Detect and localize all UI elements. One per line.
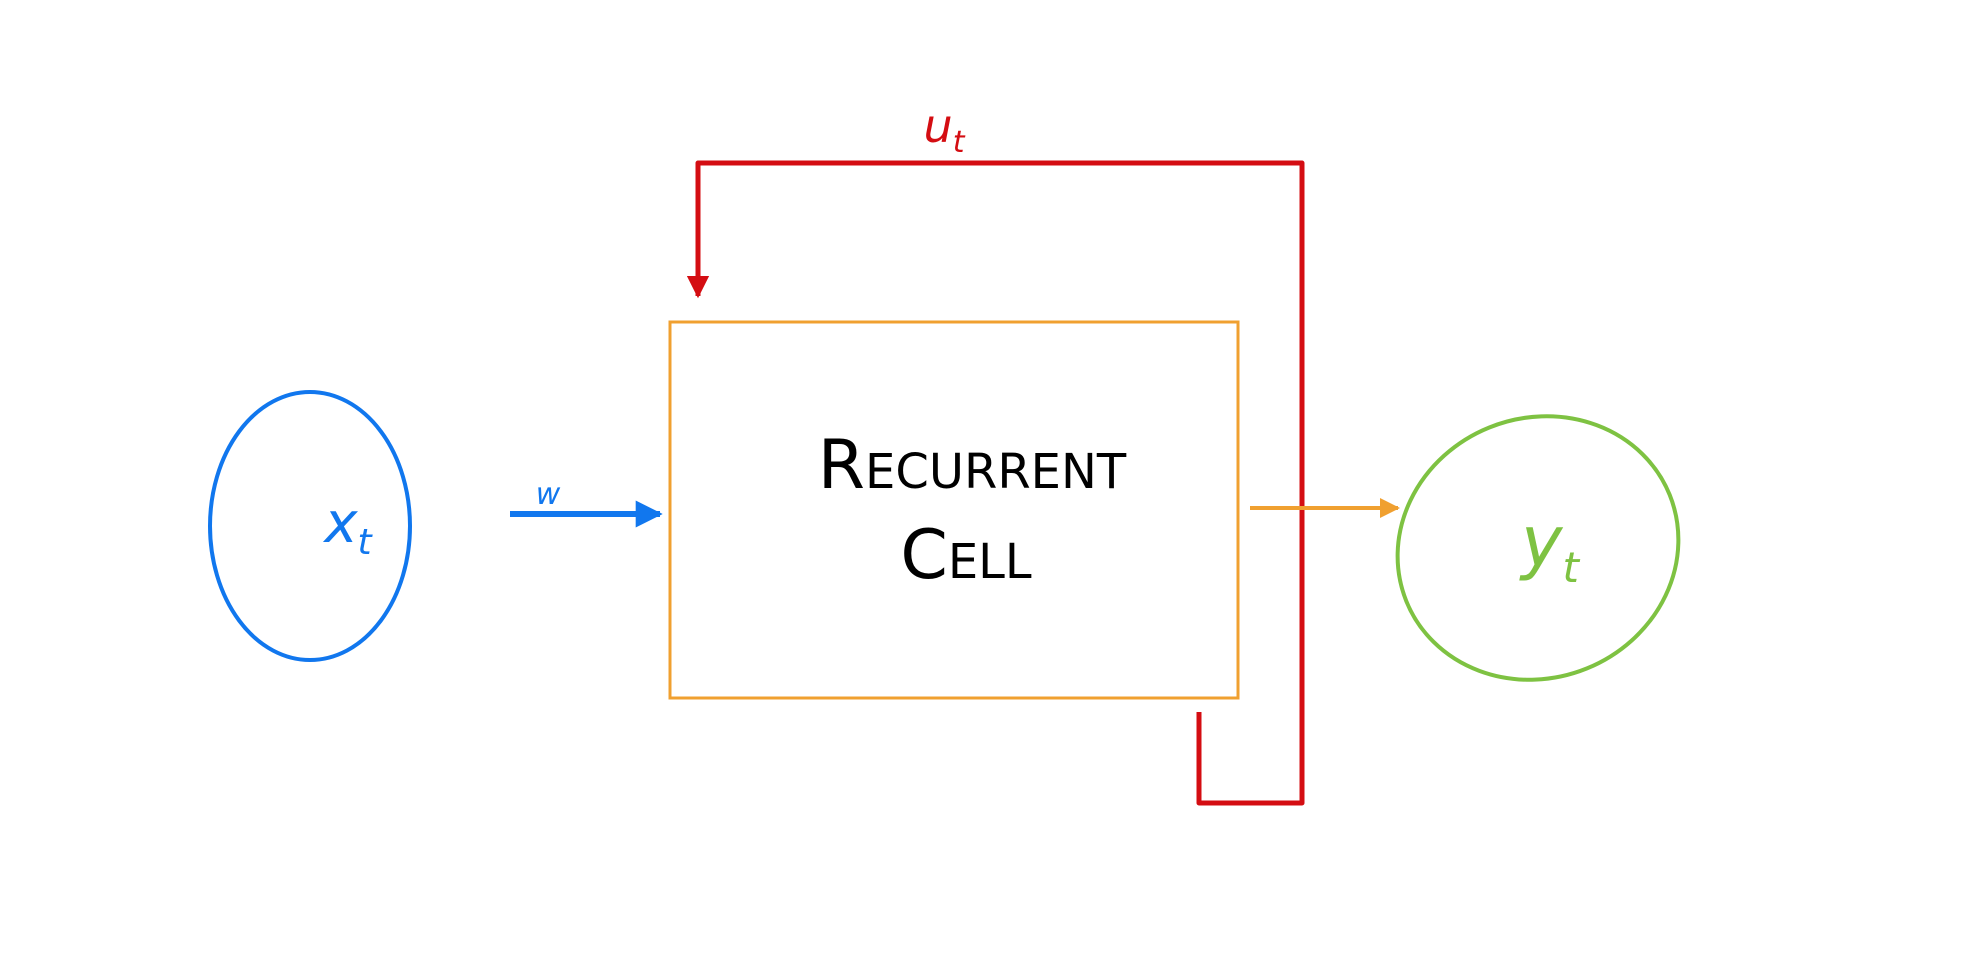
recurrent-weight-label: ut [924, 99, 966, 160]
recurrent-loop [686, 160, 1305, 806]
recurrent-cell-box [668, 320, 1240, 700]
input-node-symbol: x [322, 491, 358, 556]
input-node [208, 390, 412, 662]
input-node-label: xt [322, 491, 373, 563]
recurrent-weight-symbol: u [924, 99, 953, 153]
cell-label-line1: Recurrent [818, 426, 1127, 505]
output-node-symbol: y [1519, 501, 1564, 583]
output-node [1395, 414, 1681, 682]
cell-label-line2: Cell [900, 516, 1032, 595]
output-node-subscript: t [1562, 543, 1580, 592]
input-weight-label: w [536, 477, 561, 512]
output-node-label: yt [1519, 501, 1580, 592]
input-node-subscript: t [358, 522, 374, 563]
recurrent-weight-subscript: t [953, 125, 966, 160]
